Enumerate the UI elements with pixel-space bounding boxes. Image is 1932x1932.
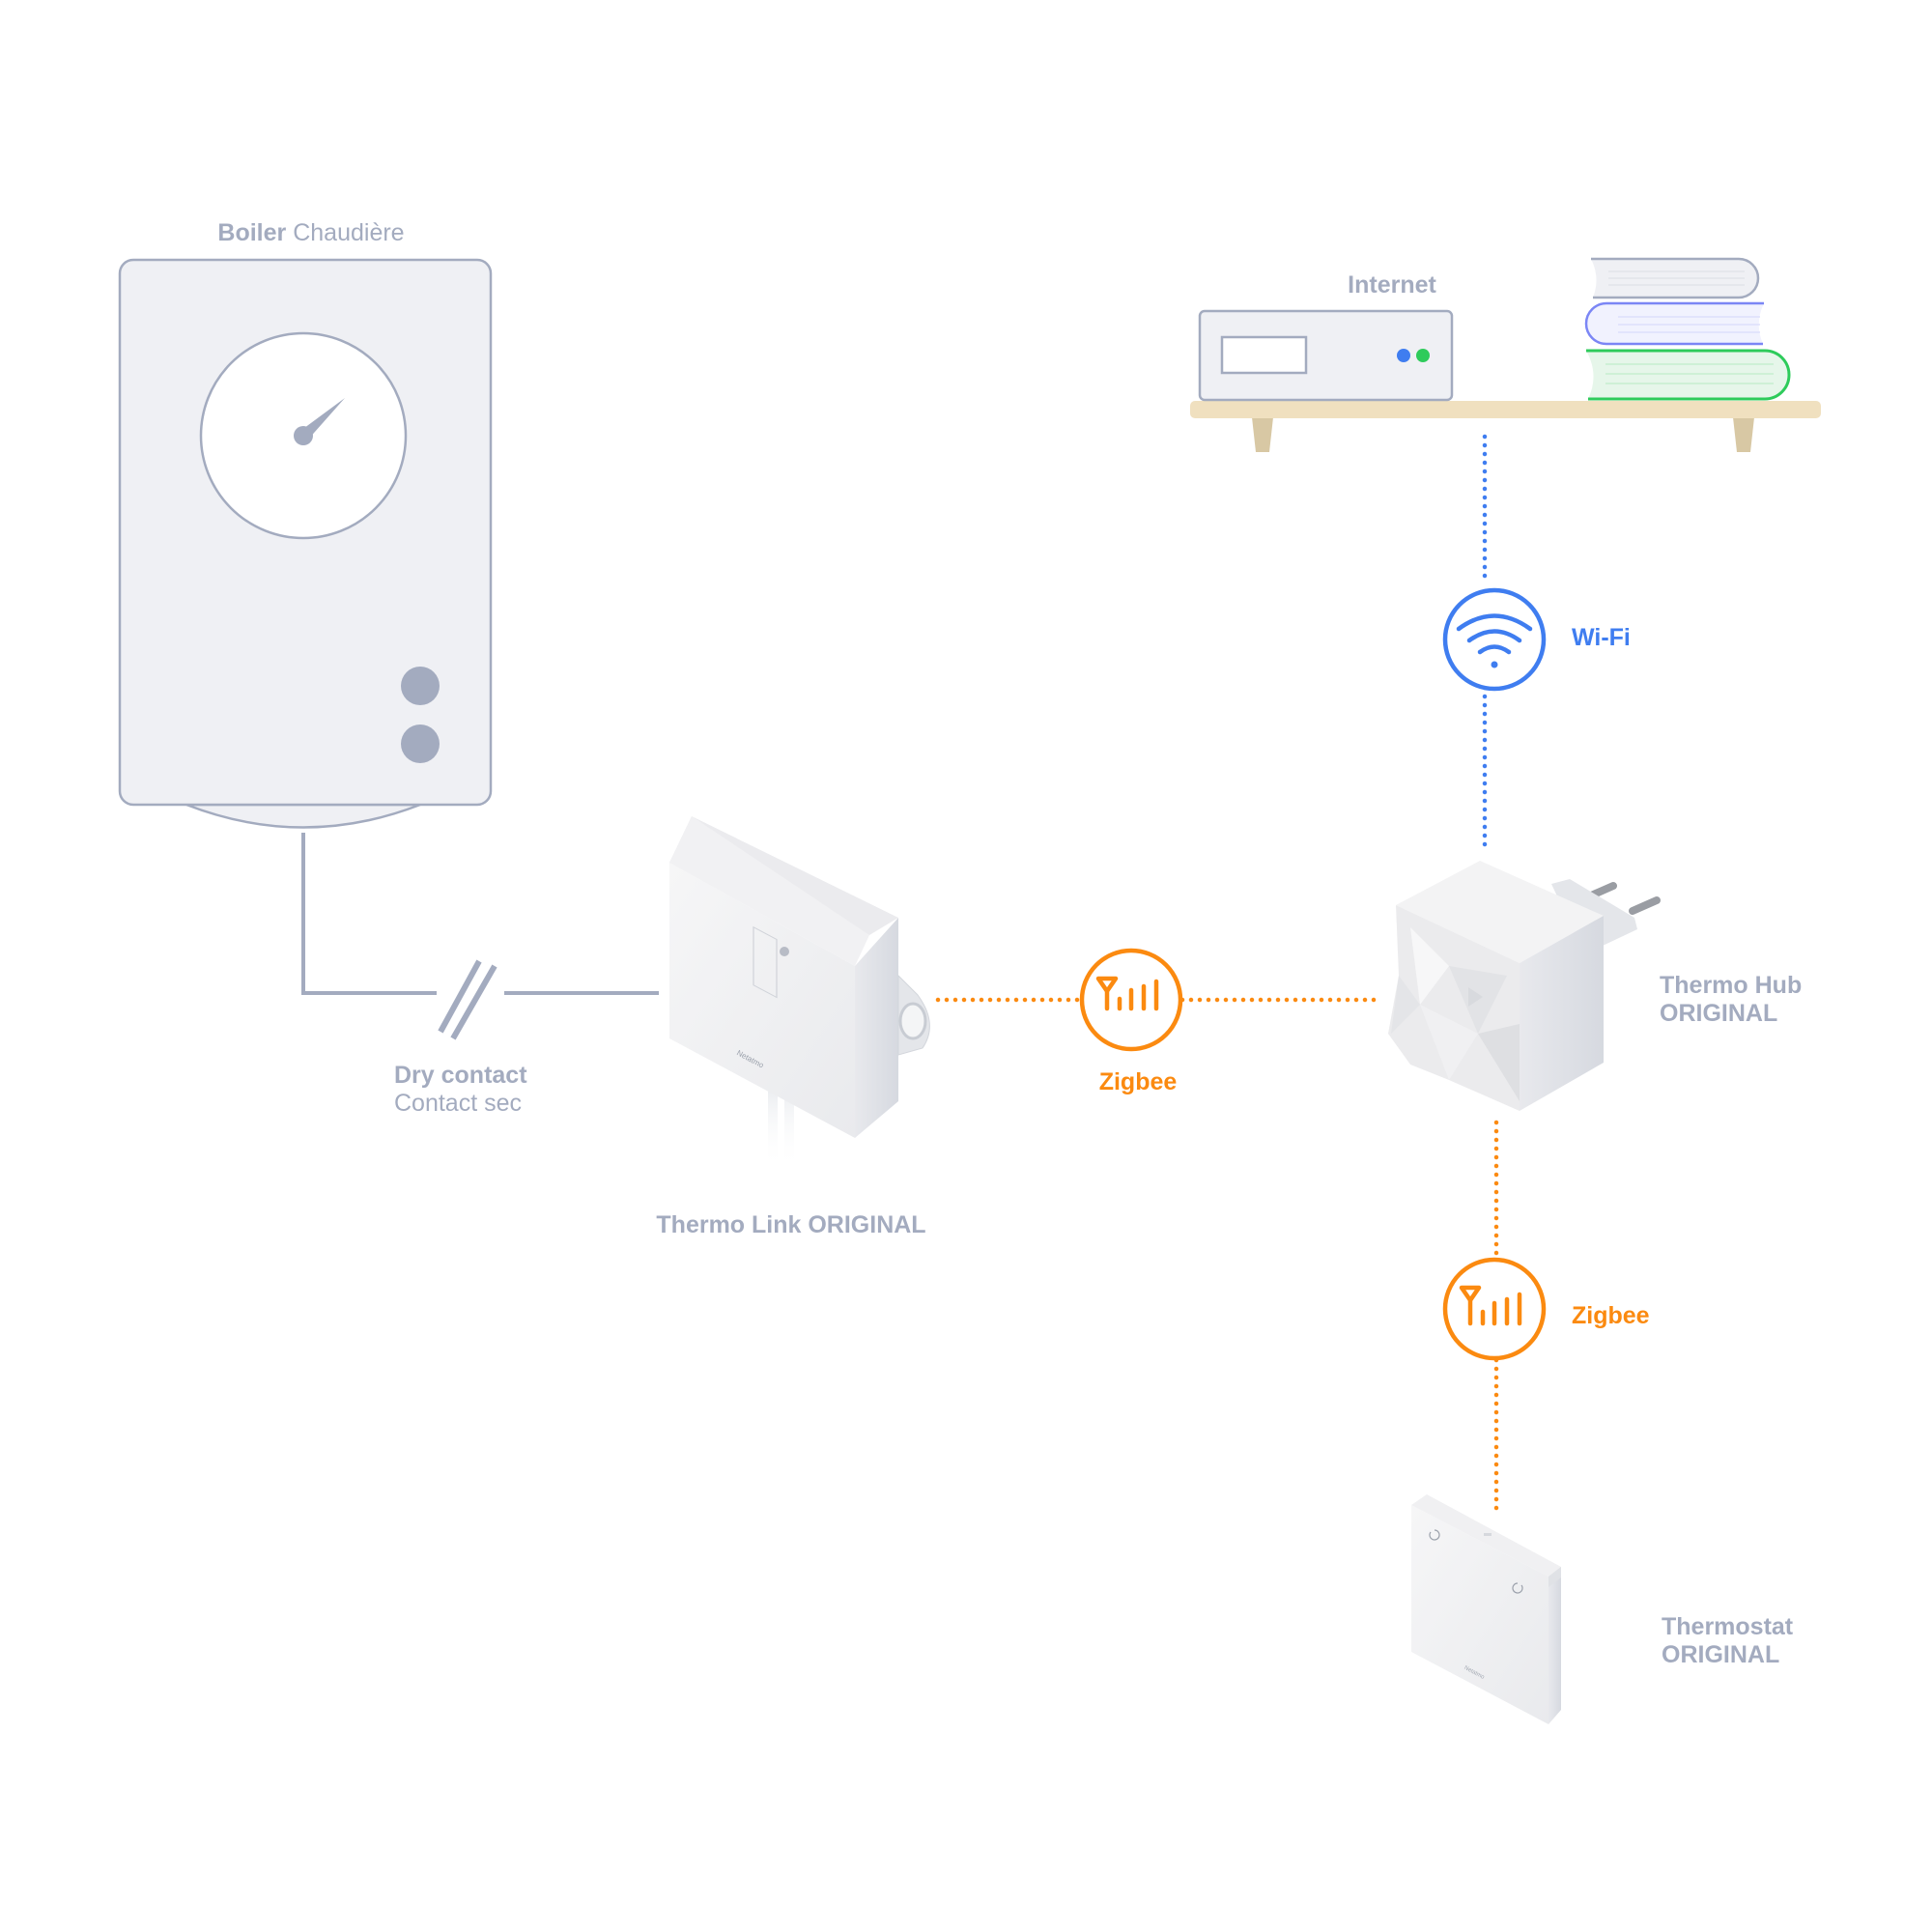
internet-shelf (1190, 257, 1821, 452)
wifi-label: Wi-Fi (1572, 624, 1631, 651)
zigbee-antenna-icon-1 (1079, 948, 1183, 1052)
thermo-hub-device (1388, 861, 1661, 1111)
thermo-hub-label-line1: Thermo Hub (1660, 972, 1803, 999)
thermostat-device: Netatmo (1411, 1494, 1561, 1724)
boiler-button-2 (401, 724, 440, 763)
router-icon (1198, 309, 1454, 402)
thermo-hub-label: Thermo Hub ORIGINAL (1660, 972, 1802, 1028)
dry-contact-label: Dry contact Contact sec (394, 1062, 527, 1118)
dial-needle-icon (294, 398, 345, 445)
thermostat-button-icon-1 (1429, 1529, 1440, 1541)
thermo-hub-label-line2: ORIGINAL (1660, 1000, 1778, 1027)
router-led-green (1416, 349, 1430, 362)
router-led-blue (1397, 349, 1410, 362)
boiler-bottom-cap (185, 803, 421, 829)
shelf (1190, 401, 1821, 418)
thermo-link-label: Thermo Link ORIGINAL (656, 1211, 926, 1238)
zigbee-antenna-icon-2 (1442, 1257, 1547, 1361)
boiler (118, 258, 493, 829)
dry-contact-wire (301, 833, 659, 1040)
dry-contact-label-regular: Contact sec (394, 1090, 523, 1117)
zigbee-label-1: Zigbee (1098, 1068, 1178, 1095)
dry-contact-label-bold: Dry contact (394, 1062, 527, 1089)
internet-label: Internet (1348, 271, 1436, 298)
thermostat-label: Thermostat ORIGINAL (1662, 1613, 1793, 1669)
thermostat-label-line1: Thermostat (1662, 1613, 1794, 1640)
books-icon (1584, 257, 1791, 401)
thermostat-label-line2: ORIGINAL (1662, 1641, 1780, 1668)
thermo-link-device: Netatmo (669, 816, 930, 1169)
boiler-button-1 (401, 667, 440, 705)
boiler-label-regular: Chaudière (293, 219, 405, 246)
boiler-label: Boiler Chaudière (217, 219, 404, 247)
thermostat-button-icon-2 (1512, 1582, 1523, 1594)
wifi-icon (1442, 587, 1547, 692)
zigbee-label-2: Zigbee (1572, 1302, 1650, 1329)
boiler-label-bold: Boiler (217, 219, 287, 246)
